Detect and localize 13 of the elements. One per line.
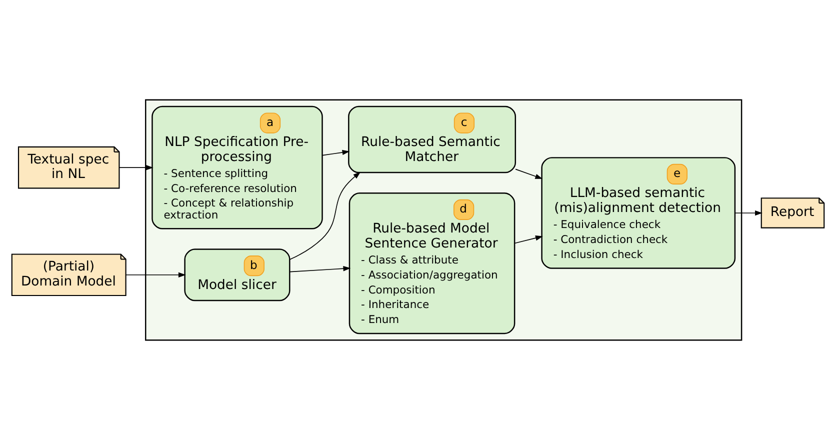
arrow <box>515 168 543 179</box>
node-box: c Rule-based Semantic Matcher <box>348 106 516 174</box>
arrow <box>289 266 351 272</box>
arrow <box>125 272 186 278</box>
node-box: b Model slicer <box>184 248 290 302</box>
arrow <box>289 172 361 260</box>
node-box: d Rule-based Model Sentence Generator - Class & attribute - Association/aggregation - Composition - Inheritance - Enum <box>348 192 516 334</box>
arrow <box>514 236 543 244</box>
node-box: a NLP Specification Pre-processing - Sentence splitting - Co-reference resolution - Concept & relationship extraction <box>152 106 323 230</box>
arrow <box>118 164 154 170</box>
arrow <box>734 210 762 216</box>
node-box: e LLM-based semantic (mis)alignment detection - Equivalence check - Contradiction check - Inclusion check <box>541 157 736 269</box>
arrow <box>322 150 350 156</box>
